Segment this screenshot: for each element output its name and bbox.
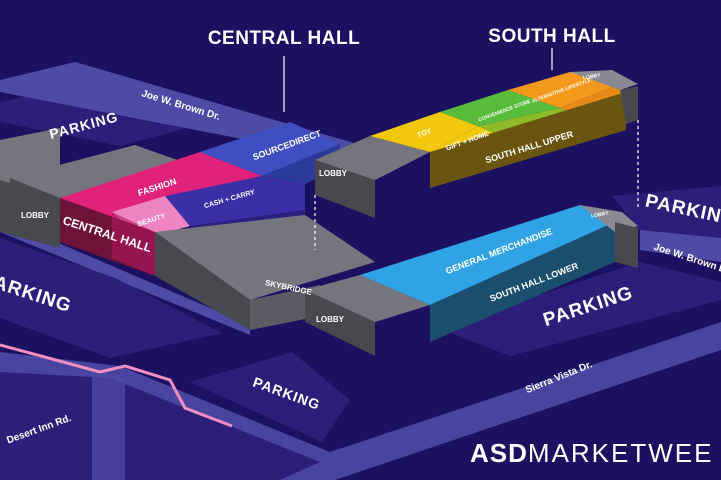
road-connector <box>92 370 125 480</box>
skybridge-front <box>155 232 250 330</box>
zone-toy-label: TOY <box>417 128 433 140</box>
upper-lobby-small-top <box>570 70 638 90</box>
road-joe-w-brown-right <box>640 230 721 262</box>
south-hall-heading: SOUTH HALL <box>488 26 615 47</box>
road-left-lower <box>0 218 250 335</box>
central-lobby-front <box>10 178 60 248</box>
logo-thin: MARKETWEE <box>528 438 714 468</box>
central-lobby-top <box>10 145 200 198</box>
upper-lobby-top <box>315 136 430 180</box>
south-hall-lower-front <box>430 222 615 342</box>
upper-lobby-front <box>315 160 375 218</box>
lower-lobby-top <box>305 275 430 322</box>
upper-lobby-small-front <box>620 86 638 124</box>
zone-general-merchandise-top <box>360 205 615 305</box>
zone-convenience-store-top <box>440 90 560 126</box>
route-line <box>0 343 233 428</box>
zone-fashion-top <box>60 152 262 222</box>
skybridge-top <box>155 215 375 300</box>
lower-lobby-front <box>305 290 375 356</box>
central-hall-heading: CENTRAL HALL <box>208 28 360 49</box>
block-bottom <box>0 372 320 480</box>
central-lobby-label: LOBBY <box>21 211 50 220</box>
lower-lobby-small-front <box>615 222 638 268</box>
skybridge-end <box>250 285 320 330</box>
logo-text: ASDMARKETWEE <box>470 438 713 468</box>
block-right <box>438 262 721 356</box>
block-bottom-center <box>190 352 350 442</box>
zone-alternative-lifestyle-top <box>508 72 620 108</box>
south-hall-upper-front <box>430 92 626 188</box>
zone-sourcedirect-top <box>200 122 340 176</box>
block-bottom-left <box>0 238 222 358</box>
logo-bold: ASD <box>470 438 528 468</box>
south-hall-lower-building <box>305 205 638 356</box>
south-hall-upper-building <box>315 70 638 218</box>
asd-logo: ASDMARKETWEE <box>470 438 713 468</box>
upper-lobby-small-label: LOBBY <box>583 72 602 81</box>
upper-lobby-label: LOBBY <box>319 169 348 178</box>
zone-cash-carry-top <box>165 176 305 226</box>
beauty-front <box>112 212 155 276</box>
lower-lobby-label: LOBBY <box>316 315 345 324</box>
block-right-top <box>612 186 721 240</box>
lower-lobby-small-label: LOBBY <box>591 210 610 219</box>
zone-toy-top <box>370 112 478 152</box>
